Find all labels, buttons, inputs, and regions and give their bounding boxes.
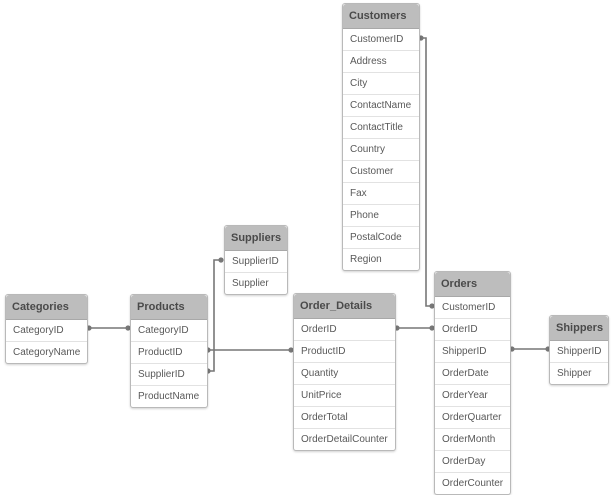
field-contacttitle[interactable]: ContactTitle xyxy=(343,117,419,139)
table-header-shippers[interactable]: Shippers xyxy=(550,316,608,341)
field-orderdate[interactable]: OrderDate xyxy=(435,363,510,385)
field-address[interactable]: Address xyxy=(343,51,419,73)
table-products[interactable]: Products CategoryID ProductID SupplierID… xyxy=(130,294,208,408)
table-categories[interactable]: Categories CategoryID CategoryName xyxy=(5,294,88,364)
field-supplier[interactable]: Supplier xyxy=(232,278,269,289)
field-productname[interactable]: ProductName xyxy=(138,391,200,402)
link-orders-customers xyxy=(421,37,432,307)
table-suppliers[interactable]: Suppliers SupplierID Supplier xyxy=(224,225,288,295)
field-orderquarter[interactable]: OrderQuarter xyxy=(435,407,510,429)
field-shipperid[interactable]: ShipperID xyxy=(435,341,510,363)
table-header-suppliers[interactable]: Suppliers xyxy=(225,226,287,251)
field-ordermonth[interactable]: OrderMonth xyxy=(435,429,510,451)
link-products-suppliers xyxy=(208,259,221,372)
table-header-customers[interactable]: Customers xyxy=(343,4,419,29)
field-shipper[interactable]: Shipper xyxy=(557,368,592,379)
table-shippers[interactable]: Shippers ShipperID Shipper xyxy=(549,315,609,385)
table-header-orders[interactable]: Orders xyxy=(435,272,510,297)
table-header-categories[interactable]: Categories xyxy=(6,295,87,320)
field-productid[interactable]: ProductID xyxy=(131,342,207,364)
field-orderid[interactable]: OrderID xyxy=(294,319,395,341)
field-customer[interactable]: Customer xyxy=(343,161,419,183)
field-categoryid[interactable]: CategoryID xyxy=(6,320,87,342)
field-supplierid[interactable]: SupplierID xyxy=(225,251,287,273)
field-postalcode[interactable]: PostalCode xyxy=(343,227,419,249)
field-categoryname[interactable]: CategoryName xyxy=(13,347,81,358)
link-endpoint xyxy=(218,257,224,263)
table-orders[interactable]: Orders CustomerID OrderID ShipperID Orde… xyxy=(434,271,511,495)
table-order-details[interactable]: Order_Details OrderID ProductID Quantity… xyxy=(293,293,396,451)
field-customerid[interactable]: CustomerID xyxy=(435,297,510,319)
field-city[interactable]: City xyxy=(343,73,419,95)
field-orderdetailcounter[interactable]: OrderDetailCounter xyxy=(301,434,388,445)
field-orderid[interactable]: OrderID xyxy=(435,319,510,341)
field-customerid[interactable]: CustomerID xyxy=(343,29,419,51)
field-productid[interactable]: ProductID xyxy=(294,341,395,363)
field-unitprice[interactable]: UnitPrice xyxy=(294,385,395,407)
field-supplierid[interactable]: SupplierID xyxy=(131,364,207,386)
field-ordercounter[interactable]: OrderCounter xyxy=(442,478,504,489)
field-country[interactable]: Country xyxy=(343,139,419,161)
table-header-products[interactable]: Products xyxy=(131,295,207,320)
field-orderday[interactable]: OrderDay xyxy=(435,451,510,473)
field-ordertotal[interactable]: OrderTotal xyxy=(294,407,395,429)
field-phone[interactable]: Phone xyxy=(343,205,419,227)
field-fax[interactable]: Fax xyxy=(343,183,419,205)
field-shipperid[interactable]: ShipperID xyxy=(550,341,608,363)
field-region[interactable]: Region xyxy=(350,254,382,265)
field-categoryid[interactable]: CategoryID xyxy=(131,320,207,342)
field-contactname[interactable]: ContactName xyxy=(343,95,419,117)
table-customers[interactable]: Customers CustomerID Address City Contac… xyxy=(342,3,420,271)
table-header-order-details[interactable]: Order_Details xyxy=(294,294,395,319)
field-orderyear[interactable]: OrderYear xyxy=(435,385,510,407)
field-quantity[interactable]: Quantity xyxy=(294,363,395,385)
